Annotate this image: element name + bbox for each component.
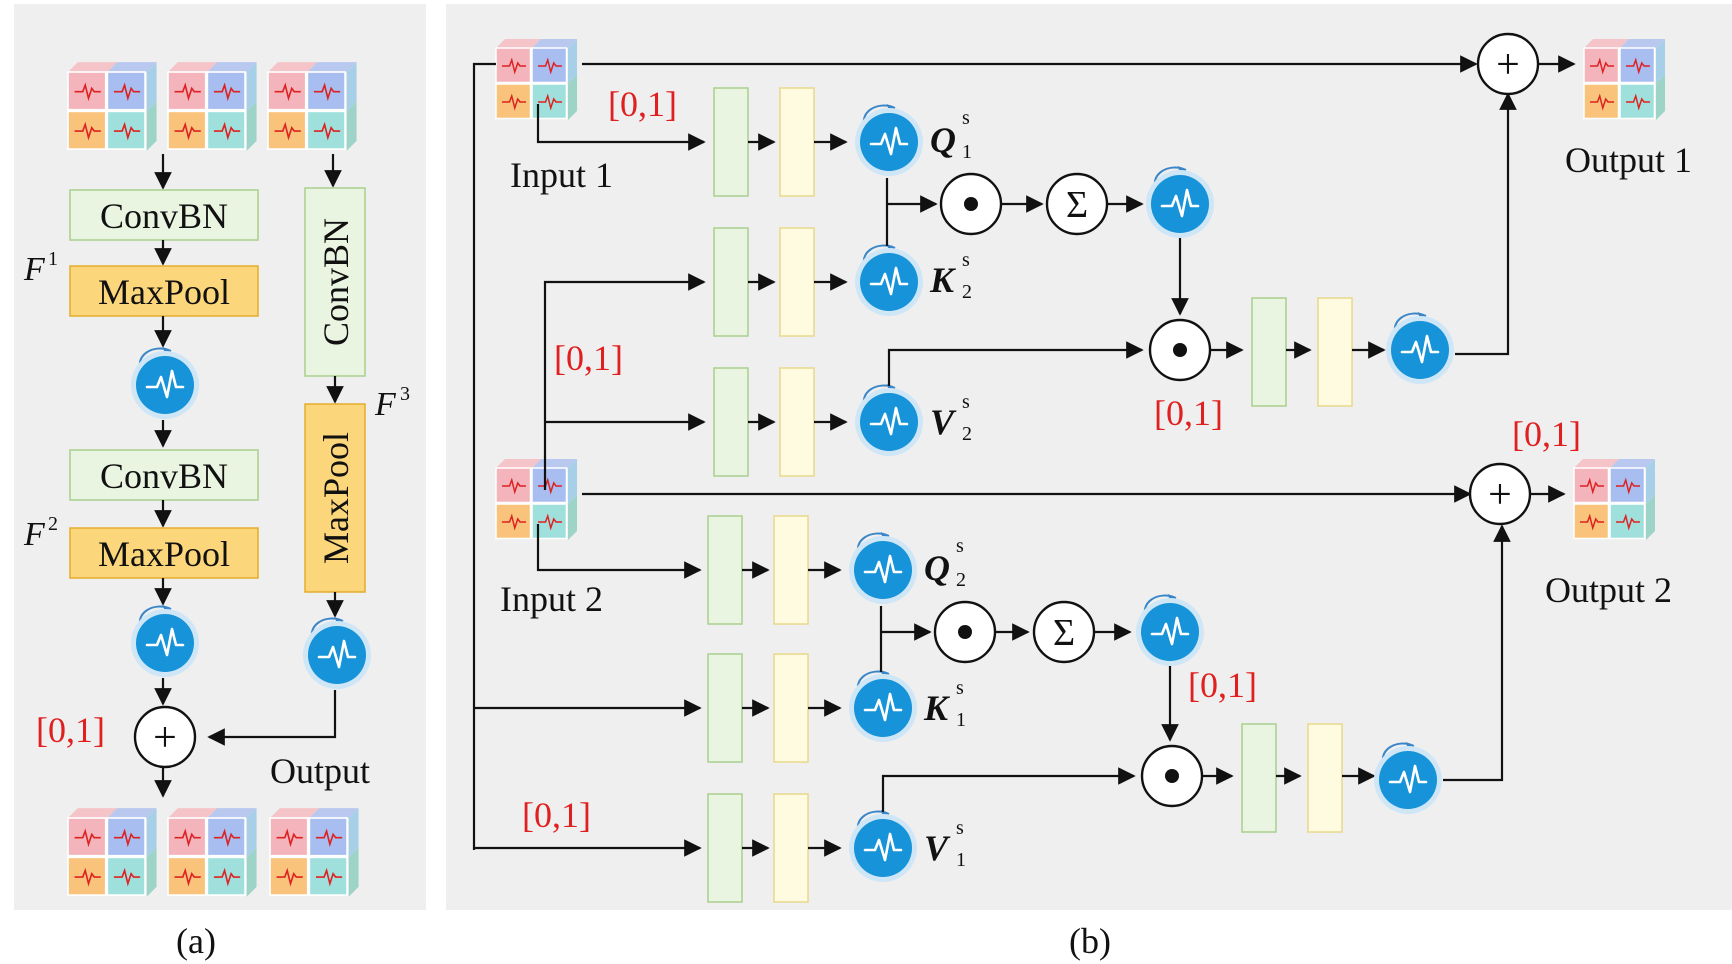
- output-label: Output: [270, 751, 370, 791]
- feature-label-f2: F: [23, 516, 46, 553]
- maxpool-block-3-label: MaxPool: [316, 432, 356, 564]
- add-operator-symbol: +: [153, 715, 177, 761]
- conv-block-out2: [1241, 723, 1277, 833]
- k1-label: K: [923, 688, 951, 728]
- conv-block-q2: [707, 515, 743, 625]
- threshold-label-b-2: [0,1]: [554, 338, 623, 378]
- convbn-block-1: [69, 189, 259, 241]
- norm-block-out2: [1307, 723, 1343, 833]
- threshold-label: [0,1]: [36, 710, 105, 750]
- conv-block-q1: [713, 87, 749, 197]
- output-2-cube: [1573, 458, 1656, 541]
- k1-sub: 1: [956, 709, 966, 731]
- caption-b: (b): [1069, 921, 1111, 961]
- feature-label-f1-sup: 1: [48, 248, 58, 270]
- v1-sub: 1: [956, 849, 966, 871]
- norm-block-q2: [773, 515, 809, 625]
- q1-sup: s: [962, 107, 970, 129]
- threshold-label-b-1: [0,1]: [608, 84, 677, 124]
- q2-label: Q: [924, 548, 950, 588]
- panel-a-right-branch: ConvBN MaxPool: [207, 154, 373, 746]
- conv-block-k2: [713, 227, 749, 337]
- panel-a-left-branch: ConvBN MaxPool ConvBN MaxPool +: [69, 154, 259, 798]
- sum-symbol-2: Σ: [1053, 612, 1075, 654]
- feature-label-f2-sup: 2: [48, 513, 58, 535]
- feature-label-f3: F: [374, 386, 397, 423]
- k1-sup: s: [956, 677, 964, 699]
- threshold-label-b-5: [0,1]: [1188, 665, 1257, 705]
- output-2-label: Output 2: [1545, 570, 1672, 610]
- add-operator: [133, 705, 197, 769]
- output-1-label: Output 1: [1565, 140, 1692, 180]
- threshold-label-b-6: [0,1]: [522, 795, 591, 835]
- k2-sup: s: [962, 249, 970, 271]
- norm-block-v2: [779, 367, 815, 477]
- convbn-block-3: [304, 187, 366, 377]
- norm-block-v1: [773, 793, 809, 903]
- add-symbol-out2: +: [1488, 472, 1512, 518]
- norm-block-q1: [779, 87, 815, 197]
- sum-symbol-1: Σ: [1066, 184, 1088, 226]
- v2-label: V: [930, 402, 957, 442]
- convbn-block-2-label: ConvBN: [100, 456, 228, 496]
- input-1-label: Input 1: [510, 155, 613, 195]
- feature-label-f3-sup: 3: [400, 383, 410, 405]
- panel-a-output-cubes: [67, 807, 360, 898]
- add-symbol-out1: +: [1496, 42, 1520, 88]
- maxpool-block-2-label: MaxPool: [98, 534, 230, 574]
- threshold-label-b-4: [0,1]: [1512, 414, 1581, 454]
- q2-sub: 2: [956, 569, 966, 591]
- input-2-label: Input 2: [500, 579, 603, 619]
- k2-label: K: [929, 260, 957, 300]
- convbn-block-3-label: ConvBN: [316, 218, 356, 346]
- k2-sub: 2: [962, 281, 972, 303]
- input-2-cube: [495, 458, 578, 541]
- input-1-cube: [495, 38, 578, 121]
- norm-block-k2: [779, 227, 815, 337]
- conv-block-v1: [707, 793, 743, 903]
- conv-block-v2: [713, 367, 749, 477]
- v1-label: V: [924, 828, 951, 868]
- panel-b-background: [446, 4, 1732, 910]
- convbn-block-2: [69, 449, 259, 501]
- maxpool-block-2: [69, 527, 259, 579]
- q1-sub: 1: [962, 141, 972, 163]
- conv-block-k1: [707, 653, 743, 763]
- maxpool-block-1-label: MaxPool: [98, 272, 230, 312]
- caption-a: (a): [176, 921, 216, 961]
- norm-block-k1: [773, 653, 809, 763]
- convbn-block-1-label: ConvBN: [100, 196, 228, 236]
- panel-a-input-cubes: [67, 61, 358, 152]
- v2-sub: 2: [962, 423, 972, 445]
- conv-block-out1: [1251, 297, 1287, 407]
- q1-label: Q: [930, 120, 956, 160]
- maxpool-block-3: [304, 403, 366, 593]
- v1-sup: s: [956, 817, 964, 839]
- v2-sup: s: [962, 391, 970, 413]
- output-1-cube: [1583, 38, 1666, 121]
- threshold-label-b-3: [0,1]: [1154, 393, 1223, 433]
- norm-block-out1: [1317, 297, 1353, 407]
- feature-label-f1: F: [23, 251, 46, 288]
- q2-sup: s: [956, 535, 964, 557]
